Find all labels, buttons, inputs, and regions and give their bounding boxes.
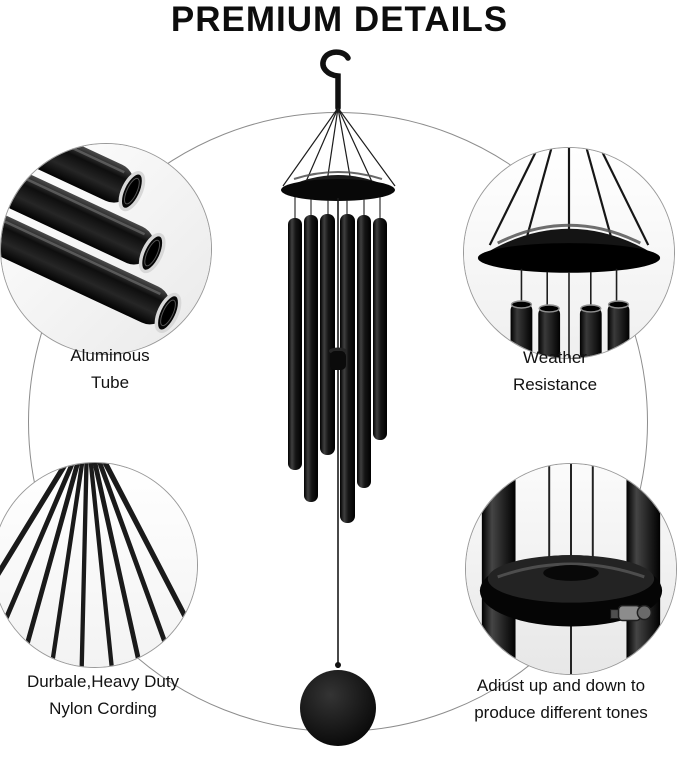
cord-knot	[335, 662, 341, 668]
label-line: Tube	[90, 373, 130, 392]
wind-chime-photo	[281, 49, 396, 746]
callout-nylon-cording	[0, 462, 198, 668]
label-nylon-cording: Durbale,Heavy Duty Nylon Cording	[0, 668, 206, 722]
clapper-knob-closeup-photo	[466, 464, 676, 674]
label-adjust-tones: Adiust up and down to produce different …	[448, 672, 674, 726]
callout-adjust-tones	[465, 463, 677, 675]
cords-closeup-photo	[0, 463, 197, 667]
canopy	[281, 171, 395, 201]
adjustment-screw-icon	[610, 604, 652, 622]
upper-strings	[282, 107, 396, 187]
label-aluminous-tube: Aluminous Tube	[20, 342, 200, 396]
callout-weather-resistance	[463, 147, 675, 359]
page-title: PREMIUM DETAILS	[170, 0, 509, 39]
label-line: Adiust up and down to	[476, 676, 646, 695]
label-line: Aluminous	[70, 346, 150, 365]
clapper-knob-icon	[329, 347, 347, 370]
tube-strings	[294, 197, 381, 220]
wind-sail-disc	[300, 670, 376, 746]
chime-tubes	[288, 214, 387, 523]
tube-closeup-photo	[1, 144, 211, 354]
label-line: Durbale,Heavy Duty	[26, 672, 180, 691]
label-line: Weather	[523, 348, 587, 367]
callout-aluminous-tube	[0, 143, 212, 355]
canopy-closeup-photo	[464, 148, 674, 358]
label-weather-resistance: Weather Resistance	[465, 344, 645, 398]
label-line: Resistance	[512, 375, 598, 394]
label-line: Nylon Cording	[49, 699, 157, 718]
hanging-hook-icon	[320, 49, 351, 111]
label-line: produce different tones	[474, 703, 648, 722]
